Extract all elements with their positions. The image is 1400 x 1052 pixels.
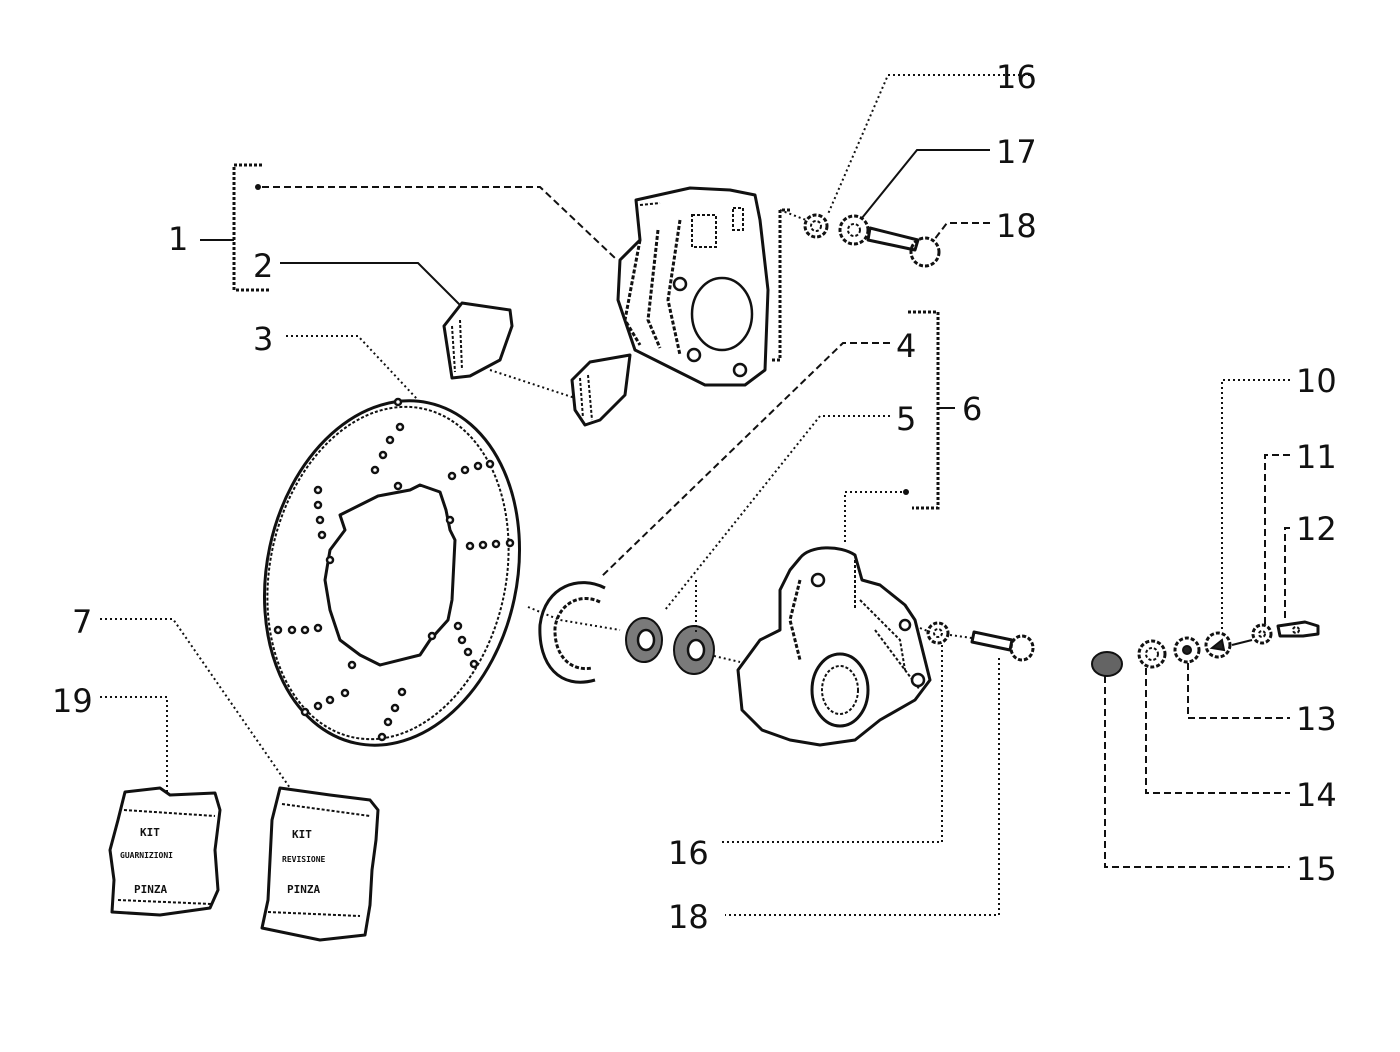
cap-15 (1091, 651, 1123, 677)
kit-7-line-2: REVISIONE (282, 855, 326, 864)
spacer-16-bottom (926, 621, 950, 645)
leader-13 (1187, 663, 1290, 719)
callout-5: 5 (896, 400, 916, 438)
right-axis (1231, 639, 1253, 646)
leader-12 (1284, 527, 1290, 618)
callout-18-top: 18 (996, 207, 1037, 245)
callout-19: 19 (52, 682, 93, 720)
callout-14: 14 (1296, 776, 1337, 814)
kit-bag-7: KIT REVISIONE PINZA (260, 786, 380, 942)
leader-15 (1104, 676, 1290, 868)
caliper-body (736, 546, 932, 747)
leader-11 (1264, 454, 1290, 624)
nut-11 (1251, 623, 1273, 645)
bracket-1 (200, 163, 616, 292)
leader-14 (1145, 668, 1290, 794)
callout-16-top: 16 (996, 58, 1037, 96)
leader-10 (1221, 379, 1290, 632)
clip-axis-line (527, 606, 621, 631)
brake-pad-lower (570, 353, 632, 427)
leader-19 (100, 696, 168, 792)
kit-7-line-1: KIT (292, 828, 312, 841)
callout-1: 1 (168, 220, 188, 258)
bracket-1-dot (255, 184, 261, 190)
piston-seal-2 (673, 625, 715, 675)
brake-pad-upper (442, 301, 514, 380)
leader-16-bottom (720, 645, 943, 843)
disc-vent-holes (273, 397, 515, 742)
kit-19-line-3: PINZA (134, 883, 167, 896)
callout-11: 11 (1296, 438, 1337, 476)
leader-18-bottom (725, 658, 1000, 916)
spacer-16-top (803, 213, 829, 239)
callout-3: 3 (253, 320, 273, 358)
bracket-6-dot (903, 489, 909, 495)
bleed-screw-12 (1276, 620, 1320, 638)
callout-7: 7 (72, 603, 92, 641)
caliper-bolt-bracket (770, 208, 790, 362)
callout-13: 13 (1296, 700, 1337, 738)
leader-17 (861, 149, 990, 219)
callout-6: 6 (962, 390, 982, 428)
kit-19-line-1: KIT (140, 826, 160, 839)
callout-17: 17 (996, 133, 1037, 171)
leader-5 (664, 415, 890, 611)
leader-18-top (933, 222, 990, 241)
callout-2: 2 (253, 247, 273, 285)
piston-seal-1 (625, 617, 663, 663)
pad-connector (489, 369, 576, 399)
kit-7-line-3: PINZA (287, 883, 320, 896)
kit-bag-19: KIT GUARNIZIONI PINZA (108, 786, 222, 917)
callout-4: 4 (896, 327, 916, 365)
callout-16-bottom: 16 (668, 834, 709, 872)
callout-12: 12 (1296, 510, 1337, 548)
washer-13 (1173, 636, 1201, 664)
callout-10: 10 (1296, 362, 1337, 400)
seal-axis-line (713, 655, 741, 663)
kit-19-line-2: GUARNIZIONI (120, 851, 173, 860)
callout-18-bottom: 18 (668, 898, 709, 936)
washer-17 (838, 214, 870, 246)
washer-10 (1204, 631, 1232, 659)
leader-2 (280, 262, 461, 306)
leader-16-top (827, 74, 1030, 215)
bolt-18-bottom (970, 630, 1035, 662)
bottom-bolt-axis (949, 634, 973, 639)
washer-14 (1137, 639, 1167, 669)
leader-7 (100, 618, 291, 789)
brake-disc (262, 397, 522, 747)
bolt-18-top (866, 226, 941, 268)
retaining-clip (538, 581, 606, 684)
bracket-6 (844, 310, 955, 545)
body-bolt-line (919, 627, 931, 633)
brake-caliper-top (616, 186, 770, 387)
leader-3 (286, 335, 419, 401)
callout-15: 15 (1296, 850, 1337, 888)
leader-4 (599, 342, 890, 579)
